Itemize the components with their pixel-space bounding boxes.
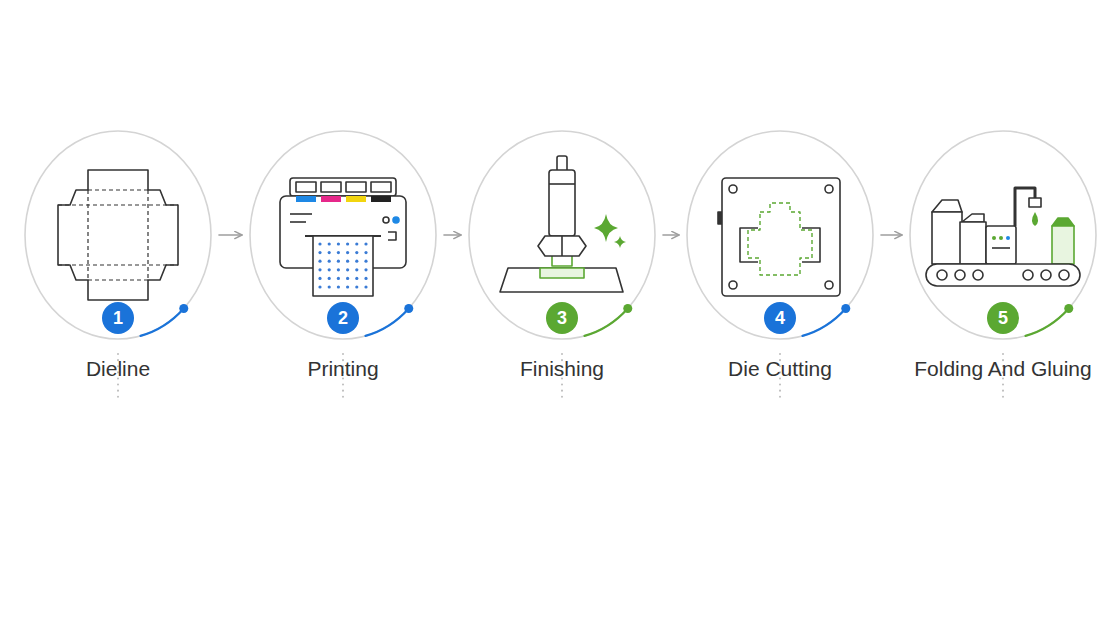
flow-arrow xyxy=(444,234,461,236)
step-circle: 2Printing xyxy=(249,130,437,340)
flow-arrow xyxy=(219,234,242,236)
flow-arrow xyxy=(881,234,902,236)
step-label: Finishing xyxy=(520,356,604,382)
step-circle: 1Dieline xyxy=(24,130,212,340)
callout-number: 4 xyxy=(764,302,796,334)
callout-number: 5 xyxy=(987,302,1019,334)
step-circle: 3Finishing xyxy=(468,130,656,340)
printer-icon xyxy=(280,178,406,296)
dieline-icon xyxy=(58,170,178,300)
step-circle: 5Folding And Gluing xyxy=(909,130,1097,340)
callout-number: 1 xyxy=(102,302,134,334)
step-label: Folding And Gluing xyxy=(914,356,1091,382)
step-label: Dieline xyxy=(86,356,150,382)
step-label: Printing xyxy=(307,356,378,382)
die-board-icon xyxy=(718,178,840,296)
flow-arrow xyxy=(663,234,679,236)
step-label: Die Cutting xyxy=(728,356,832,382)
callout-number: 3 xyxy=(546,302,578,334)
step-circle: 4Die Cutting xyxy=(686,130,874,340)
press-icon xyxy=(500,156,626,292)
callout-number: 2 xyxy=(327,302,359,334)
folder-gluer-icon xyxy=(926,188,1080,286)
leader-dots xyxy=(118,354,1003,398)
